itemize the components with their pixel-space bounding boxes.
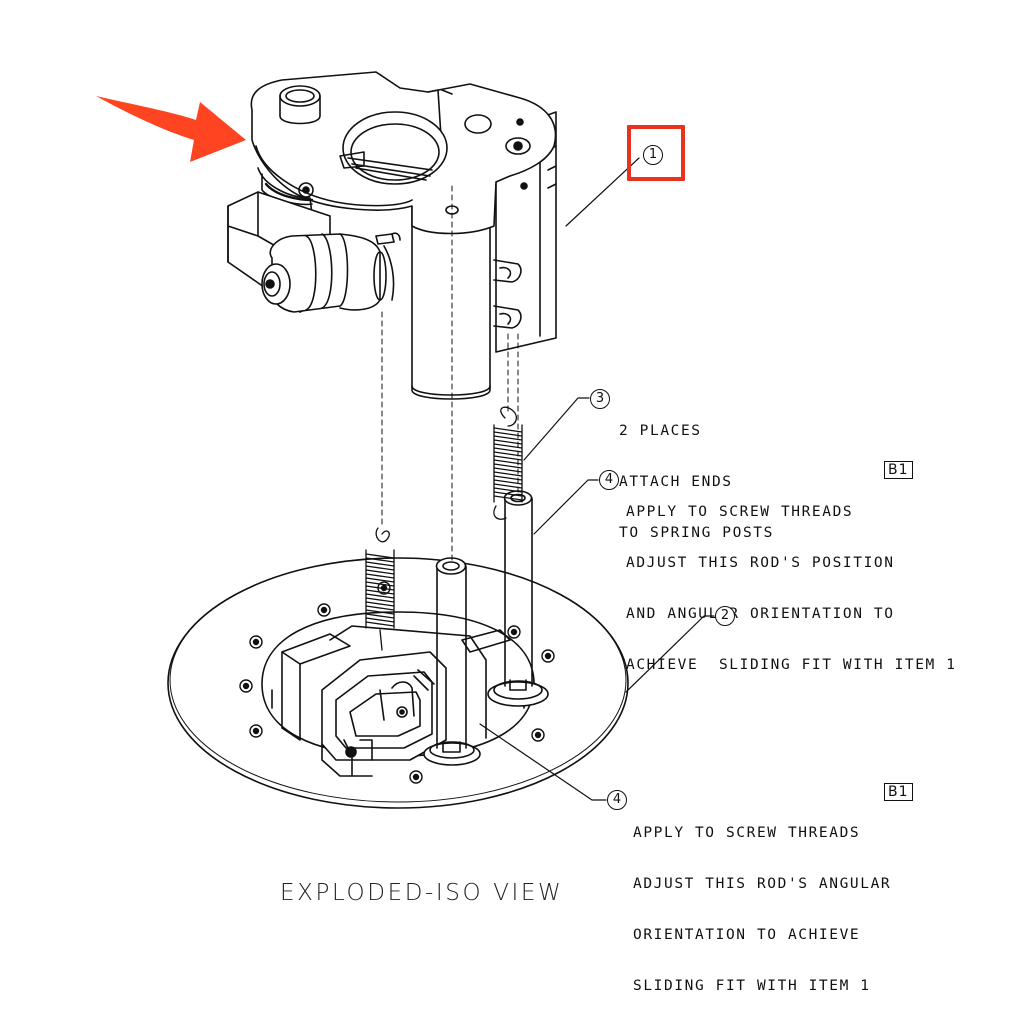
- callout-note-4-lower: APPLY TO SCREW THREADS ADJUST THIS ROD'S…: [633, 791, 891, 1012]
- callout-note-3: 2 PLACES ATTACH ENDS TO SPRING POSTS: [619, 389, 774, 559]
- note-line: ADJUST THIS ROD'S POSITION: [626, 555, 895, 571]
- centerlines: [381, 185, 519, 561]
- note-line: AND ANGULAR ORIENTATION TO: [626, 606, 895, 622]
- highlight-box: [627, 125, 685, 181]
- note-line: APPLY TO SCREW THREADS: [633, 825, 861, 841]
- note-line: ATTACH ENDS: [619, 474, 733, 490]
- note-line: APPLY TO SCREW THREADS: [626, 504, 854, 520]
- callout-balloon-4-upper: 4: [599, 470, 619, 490]
- callout-balloon-2: 2: [715, 606, 735, 626]
- callout-note-4-upper: APPLY TO SCREW THREADS ADJUST THIS ROD'S…: [626, 470, 957, 691]
- callout-balloon-4-lower: 4: [607, 790, 627, 810]
- callout-balloon-1: 1: [643, 145, 663, 165]
- view-title: EXPLODED-ISO VIEW: [280, 880, 564, 906]
- spring-lower: [365, 527, 395, 651]
- note-line: SLIDING FIT WITH ITEM 1: [633, 978, 871, 994]
- base-plate: [167, 557, 629, 809]
- callout-tag-b1-lower: B1: [884, 783, 913, 801]
- short-rod: [423, 557, 481, 766]
- callout-tag-b1-upper: B1: [884, 461, 913, 479]
- red-arrow-icon: [96, 96, 246, 162]
- callout-balloon-3: 3: [590, 389, 610, 409]
- note-line: 2 PLACES: [619, 423, 702, 439]
- note-line: ACHIEVE SLIDING FIT WITH ITEM 1: [626, 657, 957, 673]
- leader-lines: [479, 157, 715, 801]
- note-line: ADJUST THIS ROD'S ANGULAR: [633, 876, 892, 892]
- note-line: TO SPRING POSTS: [619, 525, 774, 541]
- spring-upper: [493, 406, 523, 520]
- exploded-iso-drawing: [96, 71, 715, 809]
- housing-assembly: [227, 71, 557, 400]
- note-line: ORIENTATION TO ACHIEVE: [633, 927, 861, 943]
